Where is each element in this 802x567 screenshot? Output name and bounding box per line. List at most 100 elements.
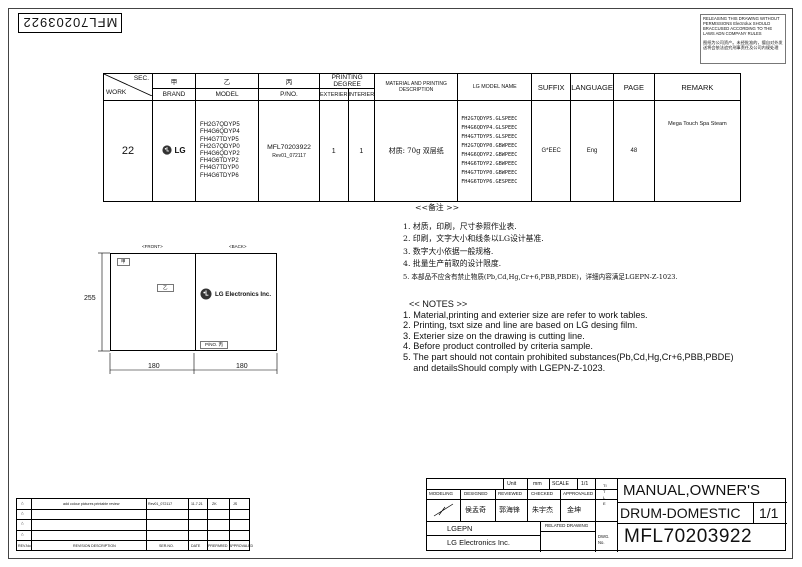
drawing-frame [8, 8, 793, 559]
spec-table: SEC. WORK 甲 乙 丙 PRINTING DEGREE MATERIAL… [103, 73, 741, 202]
notes-en-item: 2. Printing, tsxt size and line are base… [403, 320, 638, 331]
suffix-header: SUFFIX [531, 73, 572, 101]
dwg-no-label: DWG. No. [598, 534, 610, 545]
signature-scribble [433, 503, 454, 517]
exterier-value: 1 [319, 100, 349, 202]
brand-header: BRAND [152, 88, 196, 101]
material-header: MATERIAL AND PRINTING DESCRIPTION [374, 73, 459, 101]
notes-en-item: 3. Exterier size on the drawing is cutti… [403, 330, 585, 341]
prepared-label: PREPARED [208, 544, 228, 548]
lg-logo-text: LG [174, 145, 186, 155]
revision-triangle-icon: △ [21, 521, 24, 525]
revision-triangle-icon: △ [21, 532, 24, 536]
modeling-label: MODELING [429, 491, 454, 496]
sec-work-header: SEC. WORK [103, 73, 153, 101]
title-vertical-label: TITLE [603, 483, 607, 506]
notes-cn-item: 5. 本部品不应含有禁止物质(Pb,Cd,Hg,Cr+6,PBB,PBDE)，详… [403, 272, 678, 281]
revision-block: △ △ △ △ add colour pictures printable re… [16, 498, 254, 551]
remark-header: REMARK [653, 73, 741, 101]
company-name: LG Electronics Inc. [447, 538, 510, 547]
approvaled-label: APPROVALED [563, 491, 594, 496]
pno-cell: MFL70203922 Rev01_072117 [258, 100, 320, 202]
ser-no-label: SER.NO. [159, 544, 174, 548]
revision-triangle-icon: △ [21, 511, 24, 515]
model-list: FH2G7QDYP5 FH4G6QDYP4 FH4G7TDYP5 FH2G7QD… [195, 100, 259, 202]
brand-cell: LG [152, 100, 196, 202]
back-brand: LG Electronics Inc. [200, 288, 271, 300]
scale-label: SCALE [552, 481, 570, 487]
exterier-header: EXTERIER [319, 88, 349, 101]
approvaled-label: APPROVALED [229, 544, 254, 548]
related-drawing-label: RELATED DRAWING [545, 523, 589, 528]
pno-value: MFL70203922 [267, 143, 311, 151]
release-notice: RELEASING THIS DRAWING WITHOUT PERMISSIO… [700, 14, 786, 64]
layout-diagram: 甲 乙 LG Electronics Inc. P/NO. 丙 [110, 253, 277, 351]
notes-cn-item: 1. 材质，印刷，尺寸参照作业表. [403, 221, 517, 231]
width-left-dimension: 180 [148, 363, 160, 370]
work-number: 22 [103, 100, 153, 202]
designer-name: 侯孟奇 [465, 506, 486, 514]
rev-row1-app: JS [233, 502, 238, 506]
lg-model-list: FH2G7QDYP5.GLSPEEC FH4G6QDYP4.GLSPEEC FH… [457, 100, 533, 202]
col-yi: 乙 [195, 73, 259, 89]
material-value: 材质: 70g 双层纸 [374, 100, 459, 202]
notes-cn-title: <<备注 >> [415, 203, 460, 212]
notes-en-item: 4. Before product controlled by criteria… [403, 341, 593, 352]
language-value: Eng [570, 100, 614, 202]
drawing-number: MFL70203922 [624, 526, 753, 547]
checked-label: CHECKED [531, 491, 554, 496]
rev-row1-date: 11.7.21 [191, 502, 203, 506]
diagonal-line [104, 74, 152, 96]
notes-cn: <<备注 >> 1. 材质，印刷，尺寸参照作业表. 2. 印刷，文字大小和线条以… [403, 202, 678, 283]
unit-value: mm [533, 481, 542, 487]
release-notice-en: RELEASING THIS DRAWING WITHOUT PERMISSIO… [703, 16, 780, 36]
jia-tag: 甲 [117, 258, 130, 266]
model-header: MODEL [195, 88, 259, 101]
company-code: LGEPN [447, 524, 473, 533]
notes-en-title: << NOTES >> [409, 299, 468, 309]
printing-degree-header: PRINTING DEGREE [318, 73, 376, 89]
pno-tag: P/NO. 丙 [200, 341, 229, 349]
pno-header: P/NO. [258, 88, 320, 101]
fold-line [195, 254, 196, 350]
yi-tag: 乙 [157, 284, 174, 292]
notes-en-item: 5. The part should not contain prohibite… [403, 351, 734, 362]
back-label: <BACK> [229, 244, 247, 249]
sec-label: SEC. [133, 75, 149, 82]
notes-cn-item: 4. 批量生产前取的设计限度. [403, 259, 502, 268]
title-line-2: DRUM-DOMESTIC [620, 505, 741, 521]
rev-row1-no: Rev01_072117 [148, 502, 173, 506]
rev-row1-by: ZK [212, 502, 217, 506]
designed-label: DESIGNED [464, 491, 488, 496]
front-label: <FRONT> [142, 244, 163, 249]
rotated-document-code: MFL70203922 [18, 13, 122, 33]
rev-desc-label: REVISION DESCRIPTION [73, 544, 116, 548]
title-line-1: MANUAL,OWNER'S [623, 482, 761, 499]
lg-model-name-header: LG MODEL NAME [457, 73, 533, 101]
scale-value: 1/1 [581, 481, 589, 487]
height-dimension: 255 [84, 295, 96, 302]
unit-label: Unit [507, 481, 517, 487]
reviewed-label: REVIEWED [498, 491, 523, 496]
reviewer-name: 郭海锋 [499, 506, 520, 514]
suffix-value: G*EEC [531, 100, 572, 202]
page-header: PAGE [612, 73, 655, 101]
notes-cn-item: 3. 数字大小依据一般规格. [403, 246, 494, 256]
interier-header: INTERIER [347, 88, 376, 101]
rev-value: Rev01_072117 [272, 152, 306, 159]
revision-triangle-icon: △ [21, 501, 24, 505]
lg-logo: LG [162, 145, 186, 155]
date-label: DATE [191, 544, 201, 548]
rev-no-label: REV.No. [18, 544, 32, 548]
release-notice-cn: 图纸为公司资产。未经批准的，擅自对外发送将会依法追究刑事责任及公司内规处理 [703, 40, 783, 50]
notes-en: << NOTES >> 1. Material,printing and ext… [403, 299, 734, 373]
brand-text: LG Electronics Inc. [215, 290, 272, 298]
col-jia: 甲 [152, 73, 196, 89]
approver-name: 金坤 [567, 506, 581, 514]
dimension-lines [98, 252, 278, 374]
interier-value: 1 [347, 100, 376, 202]
page-value: 48 [612, 100, 655, 202]
lg-face-icon [200, 288, 212, 300]
checker-name: 朱宇杰 [532, 506, 553, 514]
col-bing: 丙 [258, 73, 320, 89]
